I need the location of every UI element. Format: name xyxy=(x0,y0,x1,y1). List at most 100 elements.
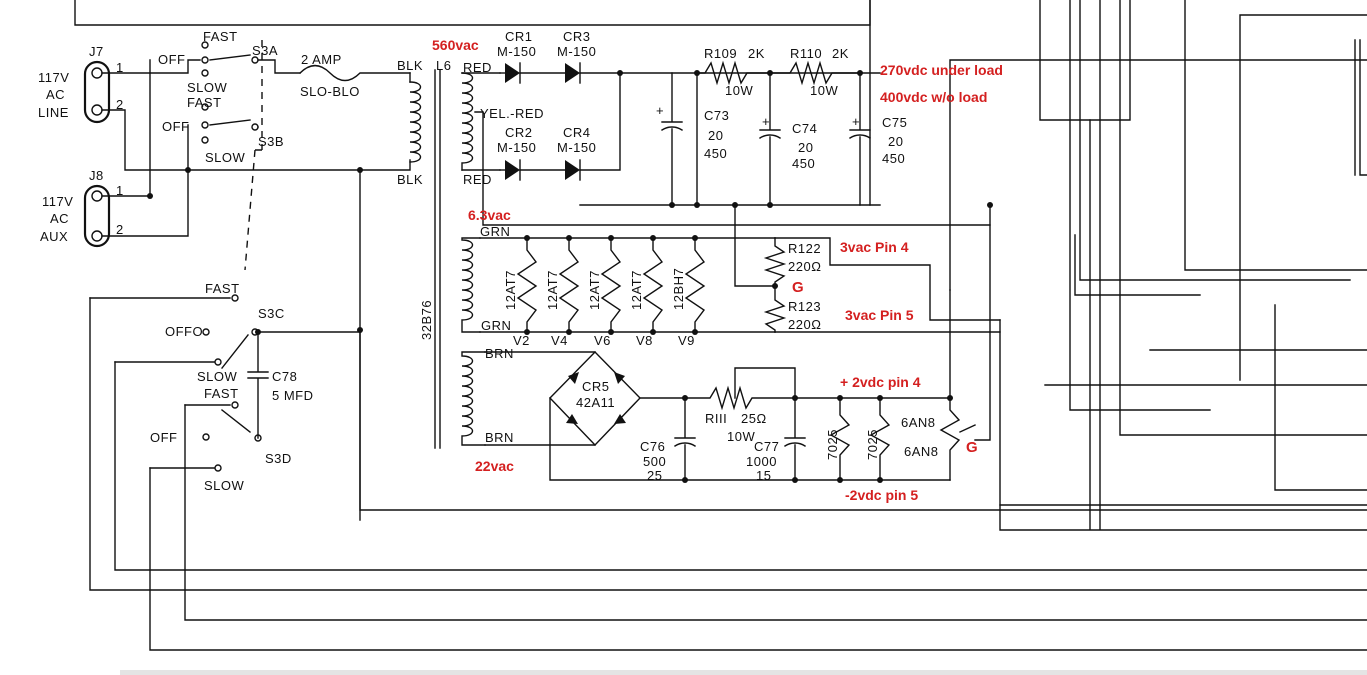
bias-secondary: BRN BRN CR5 42A11 RIII 25Ω 10W C76 500 2… xyxy=(461,289,976,483)
transformer-l6: BLK BLK L6 32B76 xyxy=(357,58,451,521)
c73-v1: 20 xyxy=(708,128,723,143)
j8-line2: AC xyxy=(50,211,69,226)
j7-line2: AC xyxy=(46,87,65,102)
s3b-fast: FAST xyxy=(187,95,222,110)
cr1-ref: CR1 xyxy=(505,29,533,44)
tube-v6: V6 xyxy=(594,333,611,348)
r111-value: 25Ω xyxy=(741,411,767,426)
s3b-ref: S3B xyxy=(258,134,284,149)
tube-6an8a: 6AN8 xyxy=(901,415,936,430)
s3a-ref: S3A xyxy=(252,43,278,58)
anno-560vac: 560vac xyxy=(432,37,479,53)
connector-j7: J7 1 2 117V AC LINE xyxy=(38,44,361,171)
r110-ref: R110 xyxy=(790,46,822,61)
anno-minus2vdc: -2vdc pin 5 xyxy=(845,487,918,503)
s3a-fast: FAST xyxy=(203,29,238,44)
j7-line1: 117V xyxy=(38,70,69,85)
r109-value: 2K xyxy=(748,46,765,61)
j8-ref: J8 xyxy=(89,168,104,183)
switch-s3c-s3d: FAST OFFO SLOW FAST OFF SLOW S3C S3D C78… xyxy=(89,281,1367,651)
fuse-label2: SLO-BLO xyxy=(300,84,360,99)
c76-ref: C76 xyxy=(640,439,665,454)
tube-v9: V9 xyxy=(678,333,695,348)
bottom-scroll-bar xyxy=(120,670,1367,675)
fuse-2amp: 2 AMP SLO-BLO xyxy=(299,52,411,99)
cr3-ref: CR3 xyxy=(563,29,591,44)
tube-h2: 12AT7 xyxy=(545,270,560,310)
r110-value: 2K xyxy=(832,46,849,61)
j8-line1: 117V xyxy=(42,194,73,209)
tube-v4: V4 xyxy=(551,333,568,348)
bias-brn-bottom: BRN xyxy=(485,430,514,445)
s3c-ref: S3C xyxy=(258,306,285,321)
c73-plus: + xyxy=(656,103,664,118)
j7-pin1: 1 xyxy=(116,60,124,75)
fil-grn-top: GRN xyxy=(480,224,510,239)
cr5-ref: CR5 xyxy=(582,379,610,394)
c75-ref: C75 xyxy=(882,115,907,130)
c74-ref: C74 xyxy=(792,121,817,136)
j7-pin2: 2 xyxy=(116,97,124,112)
r122-value: 220Ω xyxy=(788,259,821,274)
voltage-annotations: 560vac 270vdc under load 400vdc w/o load… xyxy=(432,37,1003,503)
c74-plus: + xyxy=(762,114,770,129)
c76-v2: 25 xyxy=(647,468,662,483)
fil-grn-bottom: GRN xyxy=(481,318,511,333)
connector-j8: J8 1 2 117V AC AUX xyxy=(40,72,191,248)
tube-7025b: 7025 xyxy=(865,429,880,460)
s3b-off: OFF xyxy=(162,119,190,134)
xfmr-blk-top: BLK xyxy=(397,58,423,73)
tube-h3: 12AT7 xyxy=(587,270,602,310)
anno-6-3vac: 6.3vac xyxy=(468,207,511,223)
tube-7025a: 7025 xyxy=(825,429,840,460)
anno-3vac-pin5: 3vac Pin 5 xyxy=(845,307,914,323)
r122-ref: R122 xyxy=(788,241,821,256)
c75-v2: 450 xyxy=(882,151,905,166)
tube-h1: 12AT7 xyxy=(503,270,518,310)
hv-filter: + + + C73 20 450 C74 20 450 C75 20 450 R… xyxy=(579,46,907,208)
diodes-hv: CR1 M-150 CR3 M-150 CR2 M-150 CR4 M-150 xyxy=(497,29,881,181)
xfmr-ref: L6 xyxy=(436,58,451,73)
c78-ref: C78 xyxy=(272,369,297,384)
s3c-fast: FAST xyxy=(205,281,240,296)
right-side-wiring xyxy=(949,0,1367,531)
r111-ref: RIII xyxy=(705,411,727,426)
j8-pin1: 1 xyxy=(116,183,124,198)
hv-red-top: RED xyxy=(463,60,492,75)
anno-g1: G xyxy=(792,279,804,296)
cr5-part: 42A11 xyxy=(576,395,615,410)
r123-ref: R123 xyxy=(788,299,821,314)
hv-secondary: RED YEL.-RED RED xyxy=(461,60,991,226)
cr1-part: M-150 xyxy=(497,44,536,59)
r123-value: 220Ω xyxy=(788,317,821,332)
cr2-ref: CR2 xyxy=(505,125,533,140)
s3a-off: OFF xyxy=(158,52,186,67)
tube-6an8b: 6AN8 xyxy=(904,444,939,459)
hv-red-bottom: RED xyxy=(463,172,492,187)
hv-yelred: YEL.-RED xyxy=(480,106,544,121)
r109-ref: R109 xyxy=(704,46,737,61)
c74-v2: 450 xyxy=(792,156,815,171)
switch-s3a-s3b: FAST OFF SLOW FAST OFF SLOW S3A S3B xyxy=(149,29,301,271)
cr3-part: M-150 xyxy=(557,44,596,59)
c74-v1: 20 xyxy=(798,140,813,155)
tube-h5: 12BH7 xyxy=(671,268,686,310)
r111-watt: 10W xyxy=(727,429,755,444)
r110-watt: 10W xyxy=(810,83,838,98)
c78-value: 5 MFD xyxy=(272,388,314,403)
s3d-ref: S3D xyxy=(265,451,292,466)
s3d-fast: FAST xyxy=(204,386,239,401)
c77-v2: 15 xyxy=(756,468,771,483)
r109-watt: 10W xyxy=(725,83,753,98)
c75-v1: 20 xyxy=(888,134,903,149)
s3c-off: OFFO xyxy=(165,324,203,339)
anno-400vdc: 400vdc w/o load xyxy=(880,89,987,105)
anno-270vdc: 270vdc under load xyxy=(880,62,1003,78)
j7-line3: LINE xyxy=(38,105,69,120)
c77-ref: C77 xyxy=(754,439,779,454)
cr2-part: M-150 xyxy=(497,140,536,155)
anno-22vac: 22vac xyxy=(475,458,514,474)
s3b-slow: SLOW xyxy=(205,150,246,165)
c73-ref: C73 xyxy=(704,108,729,123)
